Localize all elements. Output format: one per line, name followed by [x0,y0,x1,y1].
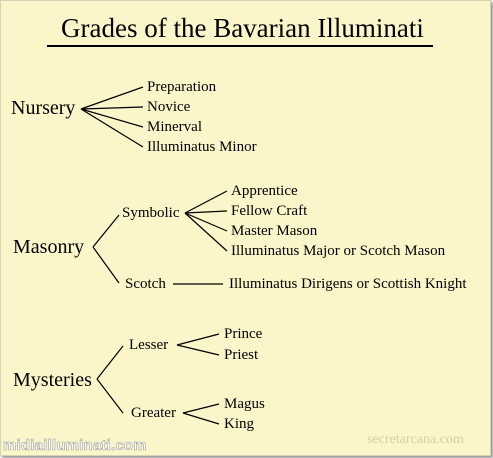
title-underline [47,45,433,47]
watermark-secretarcana: secretarcana.com [367,432,464,447]
diagram-title: Grades of the Bavarian Illuminati [61,13,424,43]
connector-nursery-novice [80,106,144,110]
connector-greater-king [182,412,220,425]
subgroup-greater-label: Greater [131,405,176,421]
connector-nursery-illuminatus-minor [80,108,144,148]
connector-lesser-prince [176,333,220,346]
connector-nursery-minerval [80,108,144,128]
connector-nursery-preparation [80,86,144,110]
subgroup-lesser-label: Lesser [129,337,169,353]
symbolic-item-master-mason: Master Mason [231,223,318,239]
lesser-item-prince: Prince [224,326,263,342]
lesser-item-priest: Priest [224,347,259,363]
connector-mysteries-lesser [96,345,124,380]
connector-mysteries-greater [96,378,124,414]
nursery-item-preparation: Preparation [147,79,217,95]
group-nursery-label: Nursery [11,97,76,119]
subgroup-symbolic-label: Symbolic [122,205,180,221]
connector-symbolic-fellow-craft [184,210,228,214]
nursery-item-novice: Novice [147,99,191,115]
connector-masonry-scotch [92,246,120,284]
watermark-midiailluminati: midiailluminati.com [3,437,147,455]
greater-item-king: King [224,416,254,432]
connector-symbolic-illuminatus-major [184,212,228,252]
scotch-item-dirigens: Illuminatus Dirigens or Scottish Knight [229,276,467,292]
nursery-item-minerval: Minerval [147,119,202,135]
connector-symbolic-apprentice [184,190,228,214]
group-masonry-label: Masonry [13,236,85,258]
connector-greater-magus [182,403,220,414]
symbolic-item-illuminatus-major: Illuminatus Major or Scotch Mason [231,243,446,259]
subgroup-scotch-label: Scotch [125,276,166,292]
greater-item-magus: Magus [224,396,265,412]
symbolic-item-apprentice: Apprentice [231,183,298,199]
connector-lesser-priest [176,344,220,356]
connector-symbolic-master-mason [184,212,228,232]
connector-masonry-symbolic [92,214,120,248]
nursery-item-illuminatus-minor: Illuminatus Minor [147,139,257,155]
symbolic-item-fellow-craft: Fellow Craft [231,203,308,219]
group-mysteries-label: Mysteries [13,369,92,391]
